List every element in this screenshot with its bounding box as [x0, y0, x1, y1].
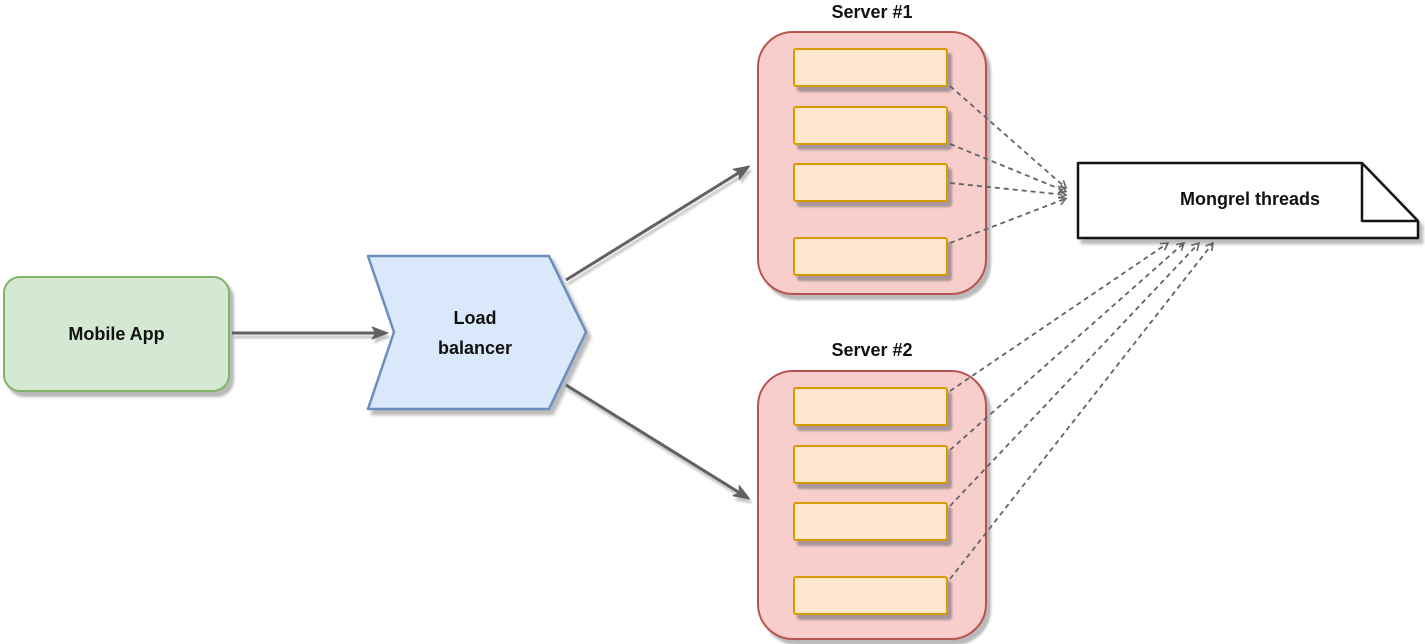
server1-title: Server #1 [831, 2, 913, 22]
mobile-app-label: Mobile App [68, 323, 165, 344]
note-shape [1076, 161, 1420, 240]
note-fold-corner [1360, 163, 1418, 223]
edge-server2-thread1-note [949, 242, 1170, 392]
load-balancer-shape [366, 254, 588, 411]
edge-server1-thread3-note [949, 182, 1068, 199]
server2-thread-slot-1 [793, 387, 948, 426]
edge-server1-thread2-note [949, 143, 1068, 194]
edge-server2-thread4-note [949, 241, 1214, 580]
server2-container [757, 370, 987, 640]
server1-thread-slot-3 [793, 163, 948, 202]
load-balancer-label: Load balancer [437, 308, 513, 358]
server1-thread-slot-1 [793, 48, 948, 87]
mobile-app-node: Mobile App [3, 276, 230, 392]
edge-loadbalancer-server1 [565, 165, 751, 282]
server1-container [757, 31, 987, 295]
note-label: Mongrel threads [1179, 189, 1321, 209]
server2-thread-slot-4 [793, 576, 948, 615]
edge-server1-thread4-note [949, 196, 1068, 244]
server2-thread-slot-2 [793, 445, 948, 484]
server1-thread-slot-2 [793, 106, 948, 145]
edge-server2-thread2-note [949, 241, 1186, 451]
server1-thread-slot-4 [793, 237, 948, 276]
edge-server2-thread3-note [949, 241, 1201, 507]
server2-title: Server #2 [831, 340, 913, 360]
edge-server1-thread1-note [949, 85, 1068, 190]
edge-loadbalancer-server2 [565, 383, 751, 500]
server2-thread-slot-3 [793, 502, 948, 541]
